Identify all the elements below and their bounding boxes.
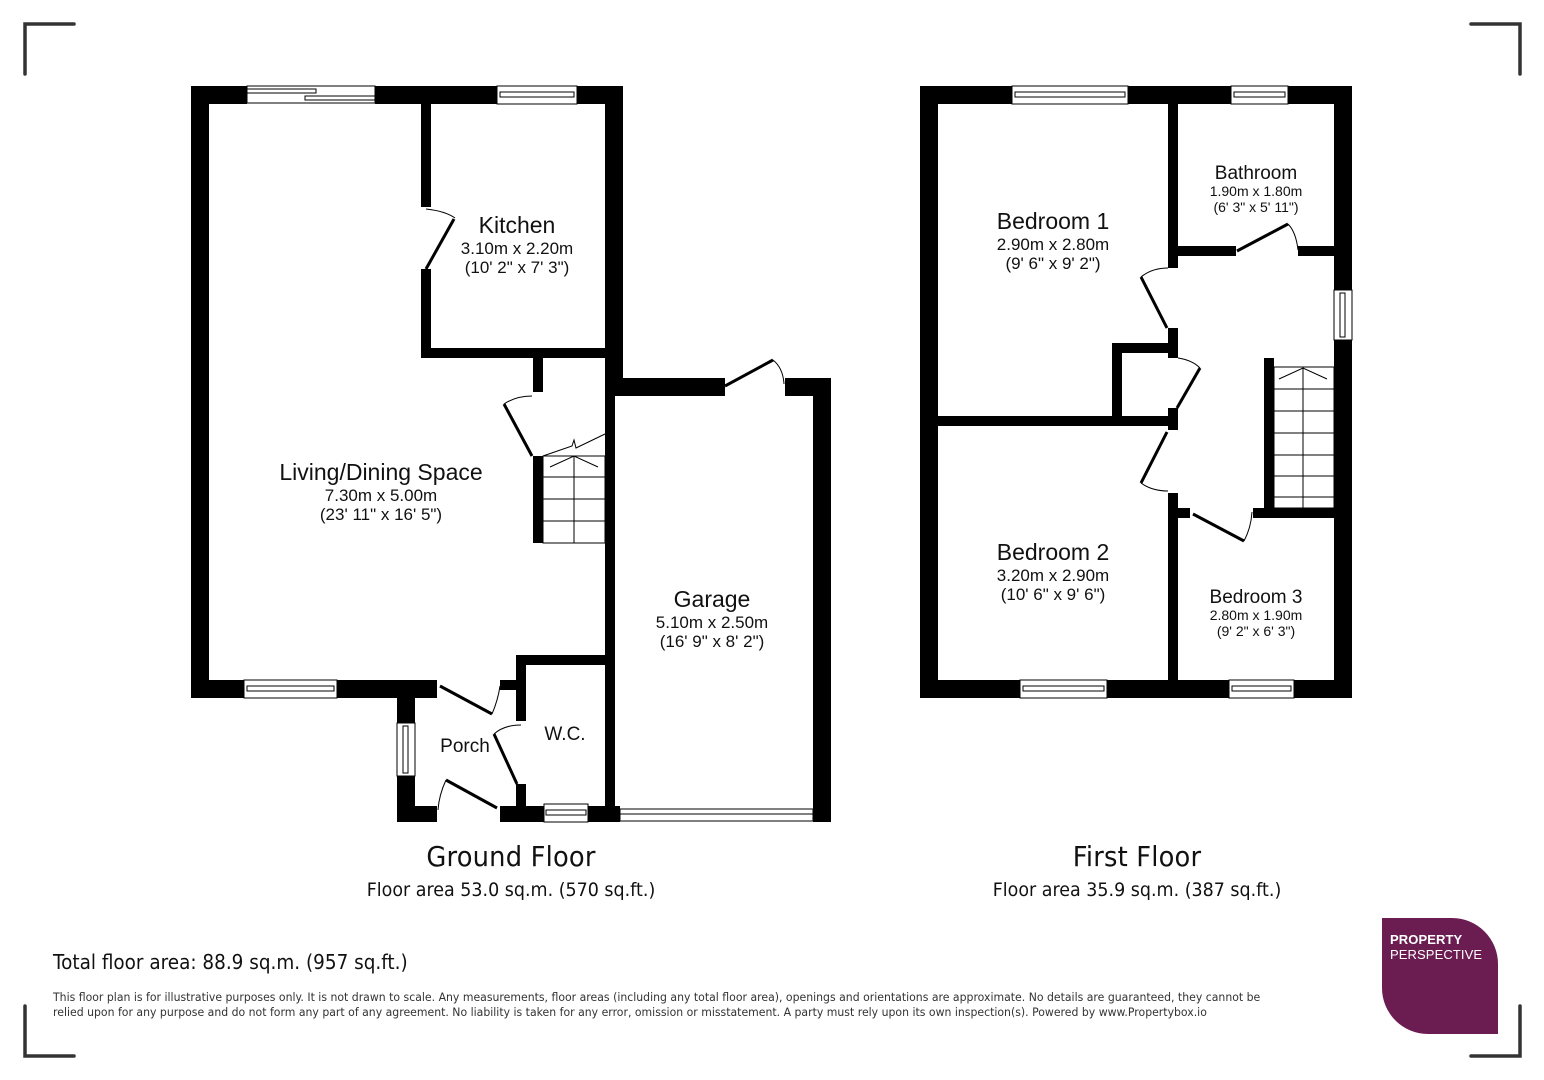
room-dimensions-imperial: (10' 6" x 9' 6") xyxy=(1000,584,1106,604)
first-floor-windows xyxy=(1011,85,1353,699)
room-wc: W.C. xyxy=(544,724,585,745)
sliding-door-icon xyxy=(246,85,376,104)
room-dimensions-imperial: (9' 2" x 6' 3") xyxy=(1216,622,1296,639)
room-dimensions-metric: 3.20m x 2.90m xyxy=(996,565,1110,585)
crop-mark-bottom-right-icon xyxy=(1469,1004,1522,1058)
ground-floor-doors xyxy=(424,208,785,811)
door-icon xyxy=(439,684,493,716)
room-dimensions-metric: 1.90m x 1.80m xyxy=(1209,183,1303,200)
ground-floor-windows xyxy=(243,85,814,823)
room-bedroom-2: Bedroom 2 3.20m x 2.90m (10' 6" x 9' 6") xyxy=(996,539,1110,604)
total-floor-area: Total floor area: 88.9 sq.m. (957 sq.ft.… xyxy=(53,950,408,974)
window-icon xyxy=(1333,289,1353,341)
first-floor-doors xyxy=(1139,222,1299,543)
window-icon xyxy=(1230,85,1289,105)
room-dimensions-imperial: (9' 6" x 9' 2") xyxy=(1005,253,1101,273)
window-icon xyxy=(1011,85,1129,105)
ground-floor-caption: Ground Floor Floor area 53.0 sq.m. (570 … xyxy=(354,840,668,901)
door-icon xyxy=(492,733,519,785)
garage-door-icon xyxy=(619,808,814,822)
floor-title: Ground Floor xyxy=(426,840,596,873)
room-name: Bedroom 2 xyxy=(996,539,1110,565)
floor-area: Floor area 53.0 sq.m. (570 sq.ft.) xyxy=(366,879,656,901)
door-icon xyxy=(502,403,534,457)
room-kitchen: Kitchen 3.10m x 2.20m (10' 2" x 7' 3") xyxy=(460,212,574,277)
door-icon xyxy=(1175,367,1202,409)
floor-title: First Floor xyxy=(1072,840,1202,873)
door-icon xyxy=(1236,222,1289,253)
first-floor-stairs-icon xyxy=(1273,366,1335,509)
door-icon xyxy=(1139,276,1169,329)
floor-area: Floor area 35.9 sq.m. (387 sq.ft.) xyxy=(992,879,1282,901)
room-porch: Porch xyxy=(440,736,490,757)
room-dimensions-metric: 2.90m x 2.80m xyxy=(996,234,1110,254)
room-living-dining: Living/Dining Space 7.30m x 5.00m (23' 1… xyxy=(279,459,483,524)
room-dimensions-imperial: (16' 9" x 8' 2") xyxy=(659,631,765,651)
window-icon xyxy=(543,803,589,823)
window-icon xyxy=(243,679,338,699)
room-bathroom: Bathroom 1.90m x 1.80m (6' 3" x 5' 11") xyxy=(1210,163,1303,216)
door-icon xyxy=(724,358,774,388)
door-icon xyxy=(445,778,498,810)
crop-mark-bottom-left-icon xyxy=(23,1004,76,1058)
crop-mark-top-left-icon xyxy=(23,22,76,76)
logo-line-1: PROPERTY xyxy=(1390,932,1463,947)
crop-mark-top-right-icon xyxy=(1469,22,1522,76)
first-floor-caption: First Floor Floor area 35.9 sq.m. (387 s… xyxy=(980,840,1294,901)
room-dimensions-metric: 3.10m x 2.20m xyxy=(460,238,574,258)
room-dimensions-imperial: (23' 11" x 16' 5") xyxy=(319,504,443,524)
room-name: Bedroom 3 xyxy=(1209,587,1303,608)
room-name: Bedroom 1 xyxy=(996,208,1110,234)
property-perspective-logo: PROPERTY PERSPECTIVE xyxy=(1382,918,1498,1034)
room-name: Porch xyxy=(440,736,490,757)
room-bedroom-3: Bedroom 3 2.80m x 1.90m (9' 2" x 6' 3") xyxy=(1210,587,1303,640)
room-name: W.C. xyxy=(544,724,586,745)
room-dimensions-imperial: (6' 3" x 5' 11") xyxy=(1213,198,1299,215)
room-name: Kitchen xyxy=(478,212,556,238)
room-dimensions-metric: 5.10m x 2.50m xyxy=(655,612,769,632)
window-icon xyxy=(1228,679,1295,699)
window-icon xyxy=(496,85,578,105)
door-icon xyxy=(1192,512,1245,543)
room-dimensions-imperial: (10' 2" x 7' 3") xyxy=(464,257,570,277)
window-icon xyxy=(1019,679,1108,699)
window-icon xyxy=(396,722,416,777)
room-dimensions-metric: 2.80m x 1.90m xyxy=(1209,607,1303,624)
room-garage: Garage 5.10m x 2.50m (16' 9" x 8' 2") xyxy=(655,586,769,651)
room-name: Living/Dining Space xyxy=(279,459,483,485)
room-bedroom-1: Bedroom 1 2.90m x 2.80m (9' 6" x 9' 2") xyxy=(996,208,1110,273)
door-icon xyxy=(1139,431,1169,484)
room-name: Garage xyxy=(673,586,751,612)
room-dimensions-metric: 7.30m x 5.00m xyxy=(324,485,438,505)
disclaimer-text: This floor plan is for illustrative purp… xyxy=(53,990,1261,1019)
ground-floor-stairs-icon xyxy=(542,433,606,544)
room-name: Bathroom xyxy=(1214,163,1298,184)
logo-line-2: PERSPECTIVE xyxy=(1390,947,1483,962)
ground-floor-walls xyxy=(191,86,831,822)
first-floor-walls xyxy=(920,86,1352,698)
door-icon xyxy=(424,218,456,270)
